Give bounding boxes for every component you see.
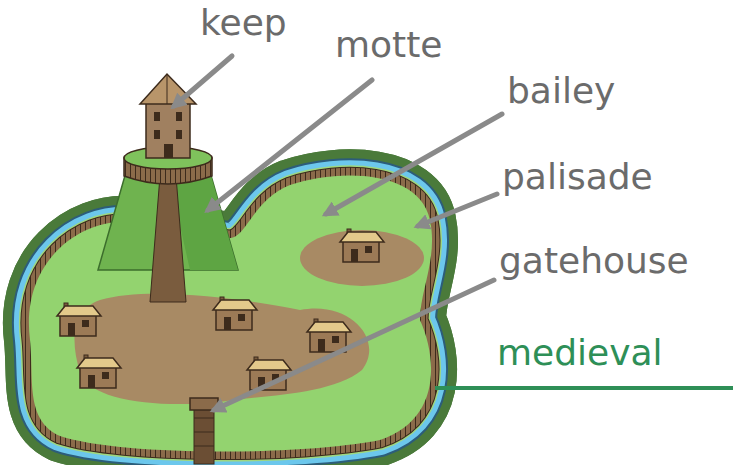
period-tag: medieval (497, 332, 663, 373)
drawing-part (154, 112, 160, 121)
moat-and-palisade (29, 175, 432, 451)
leader-lines (174, 56, 502, 410)
drawing-part (57, 303, 101, 336)
part-label: motte (335, 24, 442, 65)
leader-line (418, 194, 497, 226)
drawing-part (29, 175, 432, 451)
drawing-part (340, 229, 384, 262)
houses (57, 229, 384, 390)
drawing-part (176, 112, 182, 121)
drawing-part (150, 176, 186, 302)
drawing-part (154, 130, 160, 139)
leader-line (208, 80, 372, 210)
moat (29, 175, 432, 451)
drawing-part (29, 175, 432, 451)
leader-line (326, 114, 502, 214)
drawing-part (213, 297, 257, 330)
drawing-part (77, 355, 121, 388)
palisade-fence (29, 175, 432, 451)
part-label: gatehouse (499, 240, 689, 281)
drawing-part (194, 432, 214, 433)
part-label: keep (200, 2, 287, 43)
drawing-part (194, 418, 214, 419)
drawing-part (29, 175, 432, 451)
drawing-part (29, 175, 432, 451)
leader-line (174, 56, 232, 106)
bailey-ground (29, 175, 432, 451)
part-label: bailey (507, 70, 615, 111)
leader-line (214, 280, 494, 410)
underline (435, 386, 733, 390)
drawing-part (194, 404, 214, 464)
part-label: palisade (502, 156, 653, 197)
drawing-part (300, 230, 424, 286)
drawing-part (176, 130, 182, 139)
drawing-part (75, 294, 370, 404)
drawing-part (167, 74, 168, 104)
drawing-part (140, 74, 196, 104)
motte-mound (98, 147, 238, 302)
drawing-part (194, 446, 214, 447)
keep-tower (140, 74, 196, 158)
drawing-part (164, 144, 173, 158)
drawing-part (29, 175, 432, 451)
drawing-part (146, 102, 190, 158)
